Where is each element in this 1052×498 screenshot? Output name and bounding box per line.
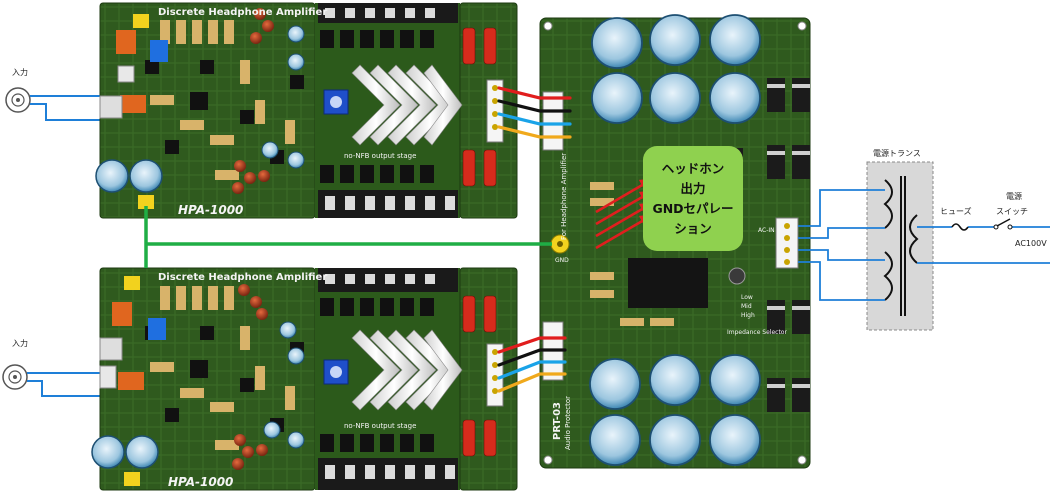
switch-symbol (993, 218, 1013, 230)
impedance-label: Impedance Selector (727, 329, 787, 336)
wires-bottom (497, 336, 567, 393)
input-label-bottom: 入力 (12, 338, 28, 348)
primary-wiring (917, 226, 1050, 264)
amp-model-bottom: HPA-1000 (168, 475, 233, 489)
ac-label: AC100V (1015, 239, 1047, 248)
callout-line-2: 出力 (680, 180, 706, 196)
ac-in-label: AC-IN (758, 227, 775, 234)
output-stage-top: no-NFB output stage (344, 152, 416, 160)
fuse-symbol (951, 223, 969, 231)
switch-label-line2: スイッチ (996, 207, 1028, 216)
gnd-separation-callout: ヘッドホン 出力 GNDセパレー ション (643, 146, 743, 251)
input-jack-bottom (2, 364, 100, 397)
gnd-label: GND (555, 257, 569, 264)
amp-board-top: Discrete Headphone Amplifier HPA-1000 no… (95, 2, 518, 219)
transformer-label: 電源トランス (873, 149, 921, 158)
protector-model: PRT-03 (552, 402, 563, 440)
amp-title-bottom: Discrete Headphone Amplifier (158, 272, 327, 283)
protector-sub: For Headphone Amplifier (560, 153, 568, 240)
gnd-wire (144, 206, 552, 268)
output-stage-bottom: no-NFB output stage (344, 422, 416, 430)
power-transformer (866, 161, 934, 331)
protector-name: Audio Protector (564, 396, 572, 450)
callout-line-1: ヘッドホン (661, 160, 725, 176)
impedance-mid: Mid (741, 303, 752, 310)
input-jack-top (5, 87, 100, 121)
wires-top (497, 86, 572, 139)
impedance-low: Low (741, 294, 753, 301)
amp-board-bottom: Discrete Headphone Amplifier HPA-1000 no… (91, 267, 518, 491)
impedance-high: High (741, 312, 755, 319)
secondary-wiring (798, 189, 885, 301)
fuse-label: ヒューズ (940, 206, 972, 216)
input-label-top: 入力 (12, 67, 28, 77)
callout-line-3: GNDセパレー (652, 200, 734, 216)
amp-title-top: Discrete Headphone Amplifier (158, 7, 327, 18)
switch-label-line1: 電源 (1006, 192, 1022, 201)
amp-model-top: HPA-1000 (178, 203, 243, 217)
callout-line-4: ション (674, 220, 712, 236)
